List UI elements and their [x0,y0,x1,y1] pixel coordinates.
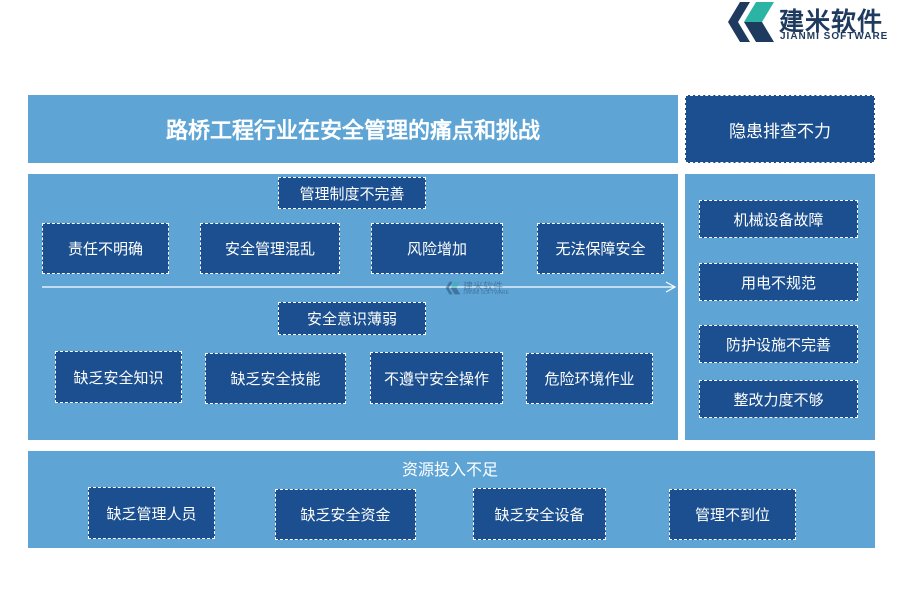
brand-logo-icon [728,2,774,42]
management-item: 责任不明确 [42,223,169,274]
flow-arrow [42,281,677,293]
brand-name: 建米软件 [779,7,884,36]
hazard-item: 机械设备故障 [699,200,858,238]
hazard-item: 整改力度不够 [699,380,858,418]
brand-logo: 建米软件 JIANMI SOFTWARE [726,0,898,46]
title-bar: 路桥工程行业在安全管理的痛点和挑战 [28,95,678,163]
awareness-item: 缺乏安全技能 [205,353,346,404]
watermark-name: 建米软件 [463,282,503,293]
resources-item: 缺乏管理人员 [88,487,215,539]
page-title: 路桥工程行业在安全管理的痛点和挑战 [165,118,540,144]
watermark: 建米软件 JIANMI SOFTWARE [445,278,525,298]
brand-subtitle: JIANMI SOFTWARE [780,31,889,42]
resources-item: 管理不到位 [669,489,796,540]
management-item: 安全管理混乱 [200,223,340,274]
hazard-item: 用电不规范 [699,263,858,301]
management-item: 无法保障安全 [537,223,664,274]
resources-item: 缺乏安全资金 [275,489,416,540]
awareness-item: 缺乏安全知识 [55,351,182,403]
resources-heading: 资源投入不足 [401,460,498,479]
management-heading: 管理制度不完善 [278,177,426,209]
watermark-subtitle: JIANMI SOFTWARE [463,290,509,296]
resources-item: 缺乏安全设备 [473,488,606,540]
management-item: 风险增加 [371,223,503,274]
awareness-item: 不遵守安全操作 [370,352,503,404]
hazard-heading: 隐患排查不力 [685,95,875,163]
hazard-item: 防护设施不完善 [699,325,858,363]
watermark-logo-icon [445,281,461,295]
awareness-heading: 安全意识薄弱 [278,302,426,335]
awareness-item: 危险环境作业 [526,353,653,404]
